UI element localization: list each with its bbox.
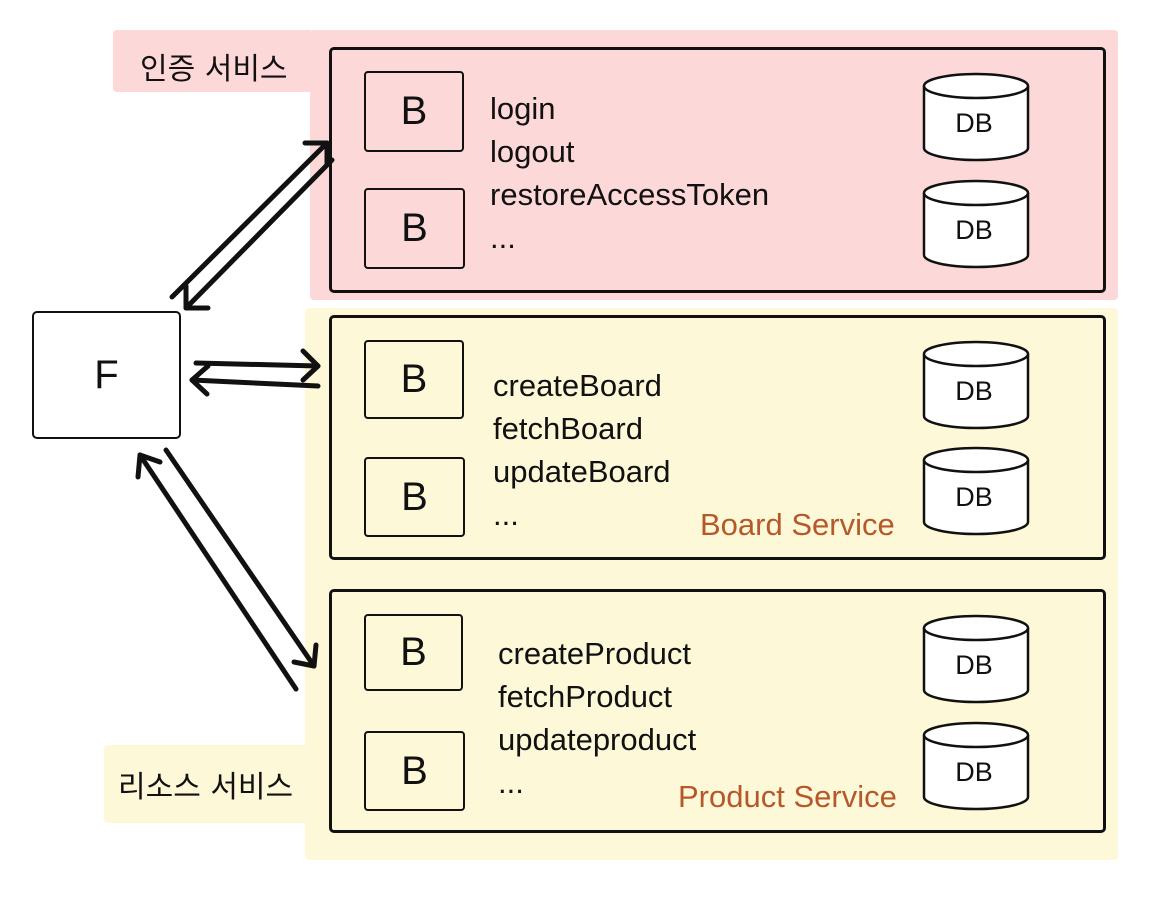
auth-zone-label: 인증 서비스 — [140, 52, 288, 87]
auth-db-1: DB — [920, 70, 1032, 164]
frontend-label: F — [94, 352, 119, 397]
arrow-from-auth — [183, 157, 335, 311]
function-item: restoreAccessToken — [490, 177, 770, 212]
arrow-head-from-product — [135, 452, 163, 480]
db-label: DB — [955, 482, 993, 512]
resource-zone-label: 리소스 서비스 — [118, 770, 294, 805]
board-backend-box-1: B — [364, 340, 464, 419]
arrow-head-to-board — [300, 348, 321, 383]
board-service-name: Board Service — [700, 507, 895, 542]
arrow-head-to-auth — [302, 140, 330, 168]
product-db-1: DB — [920, 612, 1032, 706]
arrow-to-board — [193, 360, 321, 369]
function-item: updateBoard — [493, 454, 671, 489]
product-db-2: DB — [920, 719, 1032, 813]
arrow-head-to-product — [291, 642, 319, 669]
product-service-name: Product Service — [678, 779, 897, 814]
database-icon — [922, 446, 1030, 536]
auth-zone-tab — [113, 30, 313, 92]
function-item: fetchBoard — [493, 411, 643, 446]
db-label: DB — [955, 215, 993, 245]
board-db-1: DB — [920, 338, 1032, 432]
backend-label: B — [401, 474, 428, 519]
board-db-2: DB — [920, 444, 1032, 538]
auth-backend-box-2: B — [364, 188, 465, 269]
product-backend-box-1: B — [364, 614, 463, 691]
function-item: logout — [490, 134, 575, 169]
function-item: ... — [490, 220, 516, 255]
db-label: DB — [955, 757, 993, 787]
arrow-head-from-board — [189, 363, 211, 397]
database-icon — [922, 72, 1030, 162]
function-item: createBoard — [493, 368, 662, 403]
backend-label: B — [401, 206, 428, 250]
arrow-to-product — [163, 447, 317, 669]
function-item: createProduct — [498, 636, 691, 671]
board-service-frame — [329, 315, 1106, 560]
database-icon — [922, 179, 1030, 269]
product-service-frame — [329, 589, 1106, 833]
backend-label: B — [400, 630, 427, 674]
database-icon — [922, 614, 1030, 704]
auth-service-frame — [329, 47, 1106, 293]
backend-label: B — [400, 357, 428, 401]
backend-label: B — [401, 748, 428, 793]
auth-db-2: DB — [920, 177, 1032, 271]
arrow-to-auth — [169, 140, 330, 300]
arrow-from-board — [189, 377, 321, 389]
frontend-box: F — [32, 311, 181, 439]
db-label: DB — [955, 376, 993, 406]
backend-label: B — [400, 89, 428, 133]
board-backend-box-2: B — [364, 457, 465, 537]
function-item: ... — [493, 497, 519, 532]
function-item: login — [490, 91, 556, 126]
arrow-from-product — [137, 452, 299, 692]
function-item: fetchProduct — [498, 679, 673, 714]
database-icon — [922, 721, 1030, 811]
board-function-list: createBoard fetchBoard updateBoard ... — [493, 364, 671, 536]
database-icon — [922, 340, 1030, 430]
function-item: ... — [498, 765, 524, 800]
resource-zone-tab — [104, 745, 309, 823]
product-backend-box-2: B — [364, 731, 465, 811]
function-item: updateproduct — [498, 722, 697, 757]
product-function-list: createProduct fetchProduct updateproduct… — [498, 632, 696, 804]
db-label: DB — [955, 108, 993, 138]
auth-function-list: login logout restoreAccessToken ... — [490, 87, 769, 259]
auth-backend-box-1: B — [364, 71, 464, 152]
db-label: DB — [955, 650, 993, 680]
arrow-head-from-auth — [183, 283, 211, 311]
